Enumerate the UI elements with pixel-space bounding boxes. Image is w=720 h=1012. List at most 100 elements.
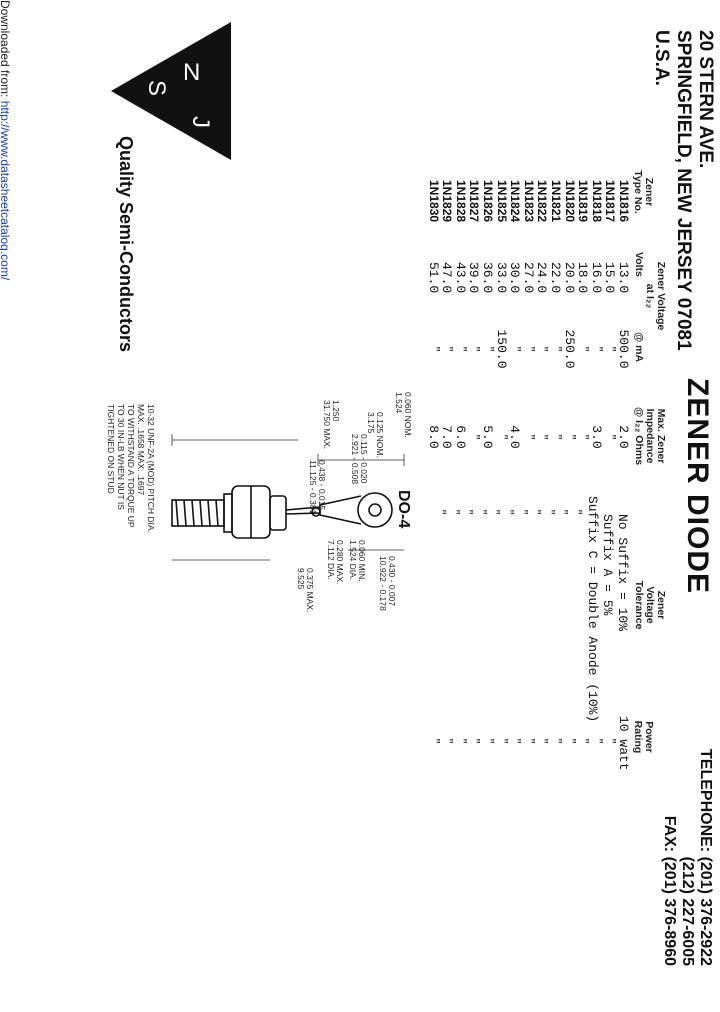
thread-note: 10-32 UNF-2A (MOD) PITCH DIA. MAX. .1658…: [106, 404, 156, 533]
power-cell: ″: [577, 737, 590, 745]
ma-cell: 500.0: [616, 329, 631, 369]
volts-cell: 24.0: [534, 262, 550, 294]
ditto-mark: ″: [542, 508, 555, 516]
ohms-column: 2.0 ″ 3.0 ″ ″ ″ ″ ″ 4.0 ″ 5.0 ″ 6.0 7.0 …: [425, 412, 631, 462]
volts-cell: 51.0: [425, 262, 441, 294]
ma-cell: ″: [536, 345, 549, 353]
dimension-d2-in: 0.125 NOM.: [375, 412, 385, 458]
volts-cell: 39.0: [466, 262, 482, 294]
type-cell: 1N1827: [467, 180, 482, 223]
ditto-mark: ″: [529, 508, 542, 516]
header-impedance-line-1: Max. Zener: [655, 408, 667, 464]
dimension-d7-mm: 1.524 DIA.: [348, 540, 358, 581]
ma-cell: ″: [522, 345, 535, 353]
ma-cell: 250.0: [561, 329, 577, 369]
power-cell: ″: [509, 737, 522, 745]
dimension-d7-in: 0.060 MIN.: [357, 540, 367, 582]
ditto-mark: ″: [515, 508, 528, 516]
footer: Downloaded from: http://www.datasheetcat…: [0, 0, 12, 280]
ohms-cell: 6.0: [452, 425, 468, 449]
ohms-cell: ″: [550, 433, 563, 441]
dimension-d7: 0.060 MIN. 1.524 DIA.: [348, 540, 367, 582]
thread-note-line-3: TO WITHSTAND A TORQUE UP: [126, 404, 136, 528]
header-impedance-line-2: Impedance: [644, 408, 656, 464]
header-voltage-line-1: Zener Voltage: [655, 261, 667, 331]
header-impedance-line-3: @ I₂₂ Ohms: [633, 406, 645, 466]
datasheet-page: 20 STERN AVE. SPRINGFIELD, NEW JERSEY 07…: [0, 0, 718, 980]
ditto-mark: ″: [570, 508, 582, 516]
ohms-cell: ″: [577, 433, 590, 441]
footer-link[interactable]: http://www.datasheetcatalog.com/: [0, 100, 12, 281]
dimension-d5-mm: 11.125 - 0.381: [308, 460, 318, 515]
ma-column: 500.0 ″ ″ ″ 250.0 ″ ″ ″ ″ 150.0 ″ ″ ″ ″ …: [426, 322, 631, 376]
ohms-cell: 8.0: [425, 425, 441, 449]
power-cell: ″: [604, 737, 617, 745]
power-cell: ″: [427, 737, 440, 745]
dimension-d6: 0.430 - 0.007 10.922 - 0.178: [378, 556, 397, 611]
header-power-line-1: Power: [643, 721, 655, 753]
ma-cell: ″: [590, 345, 603, 353]
dimension-d1-in: 0.060 NOM.: [403, 392, 413, 438]
power-cell: ″: [454, 737, 467, 745]
type-cell: 1N1817: [603, 180, 618, 223]
header-type-line-2: Type No.: [632, 170, 644, 214]
dimension-d1: 0.060 NOM. 1.524: [394, 392, 413, 438]
ohms-cell: ″: [604, 433, 617, 441]
ma-cell: ″: [577, 345, 590, 353]
type-cell: 1N1823: [521, 180, 536, 223]
logo-letter-n: N: [183, 59, 200, 86]
dimension-d3-in: 0.115 - 0.020: [359, 434, 369, 484]
do4-package-drawing-icon: [171, 434, 405, 561]
type-cell: 1N1816: [617, 180, 631, 223]
dimension-d6-mm: 10.922 - 0.178: [378, 556, 388, 611]
ma-cell: ″: [482, 345, 495, 353]
header-tolerance-line-3: Tolerance: [633, 580, 645, 630]
thread-note-line-4: TO 30 IN-LB WHEN NUT IS: [116, 404, 126, 510]
volts-cell: 15.0: [602, 262, 618, 294]
power-cell: ″: [522, 737, 535, 745]
power-cell: ″: [536, 737, 549, 745]
ma-cell: 150.0: [493, 329, 509, 369]
dimension-d4-in: 1.250: [331, 400, 341, 422]
power-column: 10 watt ″ ″ ″ ″ ″ ″ ″ ″ ″ ″ ″ ″ ″ ″: [426, 716, 631, 771]
ohms-cell: 5.0: [480, 425, 496, 449]
dimension-d8-mm: 7.112 DIA.: [326, 540, 336, 580]
volts-cell: 30.0: [507, 262, 523, 294]
ma-cell: ″: [454, 345, 467, 353]
header-impedance: Max. Zener Impedance @ I₂₂ Ohms: [633, 396, 667, 476]
address-line-1: 20 STERN AVE.: [695, 30, 716, 169]
ohms-cell: ″: [536, 433, 549, 441]
type-cell: 1N1822: [535, 180, 550, 223]
dimension-d5: 0.438 - 0.015 11.125 - 0.381: [308, 460, 327, 515]
tolerance-note-3: Suffix C = Double Anode (10%): [585, 496, 600, 723]
volts-cell: 13.0: [616, 262, 631, 294]
power-cell: ″: [441, 737, 454, 745]
dimension-d3-mm: 2.921 - 0.508: [350, 434, 360, 485]
header-tolerance-line-1: Zener: [655, 590, 667, 620]
dimension-d8: 0.280 MAX. 7.112 DIA.: [326, 540, 345, 584]
tolerance-ditto-column: ″ ″ ″ ″ ″ ″ ″ ″ ″ ″ ″: [432, 500, 582, 524]
dimension-d6-in: 0.430 - 0.007: [387, 556, 397, 607]
ditto-mark: ″: [461, 508, 474, 516]
dimension-d5-in: 0.438 - 0.015: [317, 460, 327, 511]
ma-cell: ″: [441, 345, 454, 353]
ma-cell: ″: [550, 345, 563, 353]
thread-note-line-1: 10-32 UNF-2A (MOD) PITCH DIA.: [146, 404, 156, 533]
dimension-d3: 0.115 - 0.020 2.921 - 0.508: [350, 434, 369, 485]
type-column: 1N1816 1N1817 1N1818 1N1819 1N1820 1N182…: [426, 180, 631, 223]
address-line-2: SPRINGFIELD, NEW JERSEY 07081: [673, 30, 694, 351]
header-power: Power Rating: [632, 712, 655, 762]
type-cell: 1N1828: [453, 180, 468, 223]
footer-prefix: Downloaded from:: [0, 0, 12, 98]
volts-cell: 33.0: [493, 262, 509, 294]
volts-cell: 20.0: [561, 262, 577, 294]
ohms-cell: 3.0: [588, 425, 604, 449]
ditto-mark: ″: [488, 508, 501, 516]
ma-cell: ″: [468, 345, 481, 353]
ohms-cell: 4.0: [507, 425, 523, 449]
power-cell: ″: [482, 737, 495, 745]
volts-cell: 47.0: [439, 262, 455, 294]
header-tolerance: Zener Voltage Tolerance: [633, 570, 667, 640]
dimension-d4-mm: 31.750 MAX.: [322, 400, 332, 450]
ma-cell: ″: [604, 345, 617, 353]
